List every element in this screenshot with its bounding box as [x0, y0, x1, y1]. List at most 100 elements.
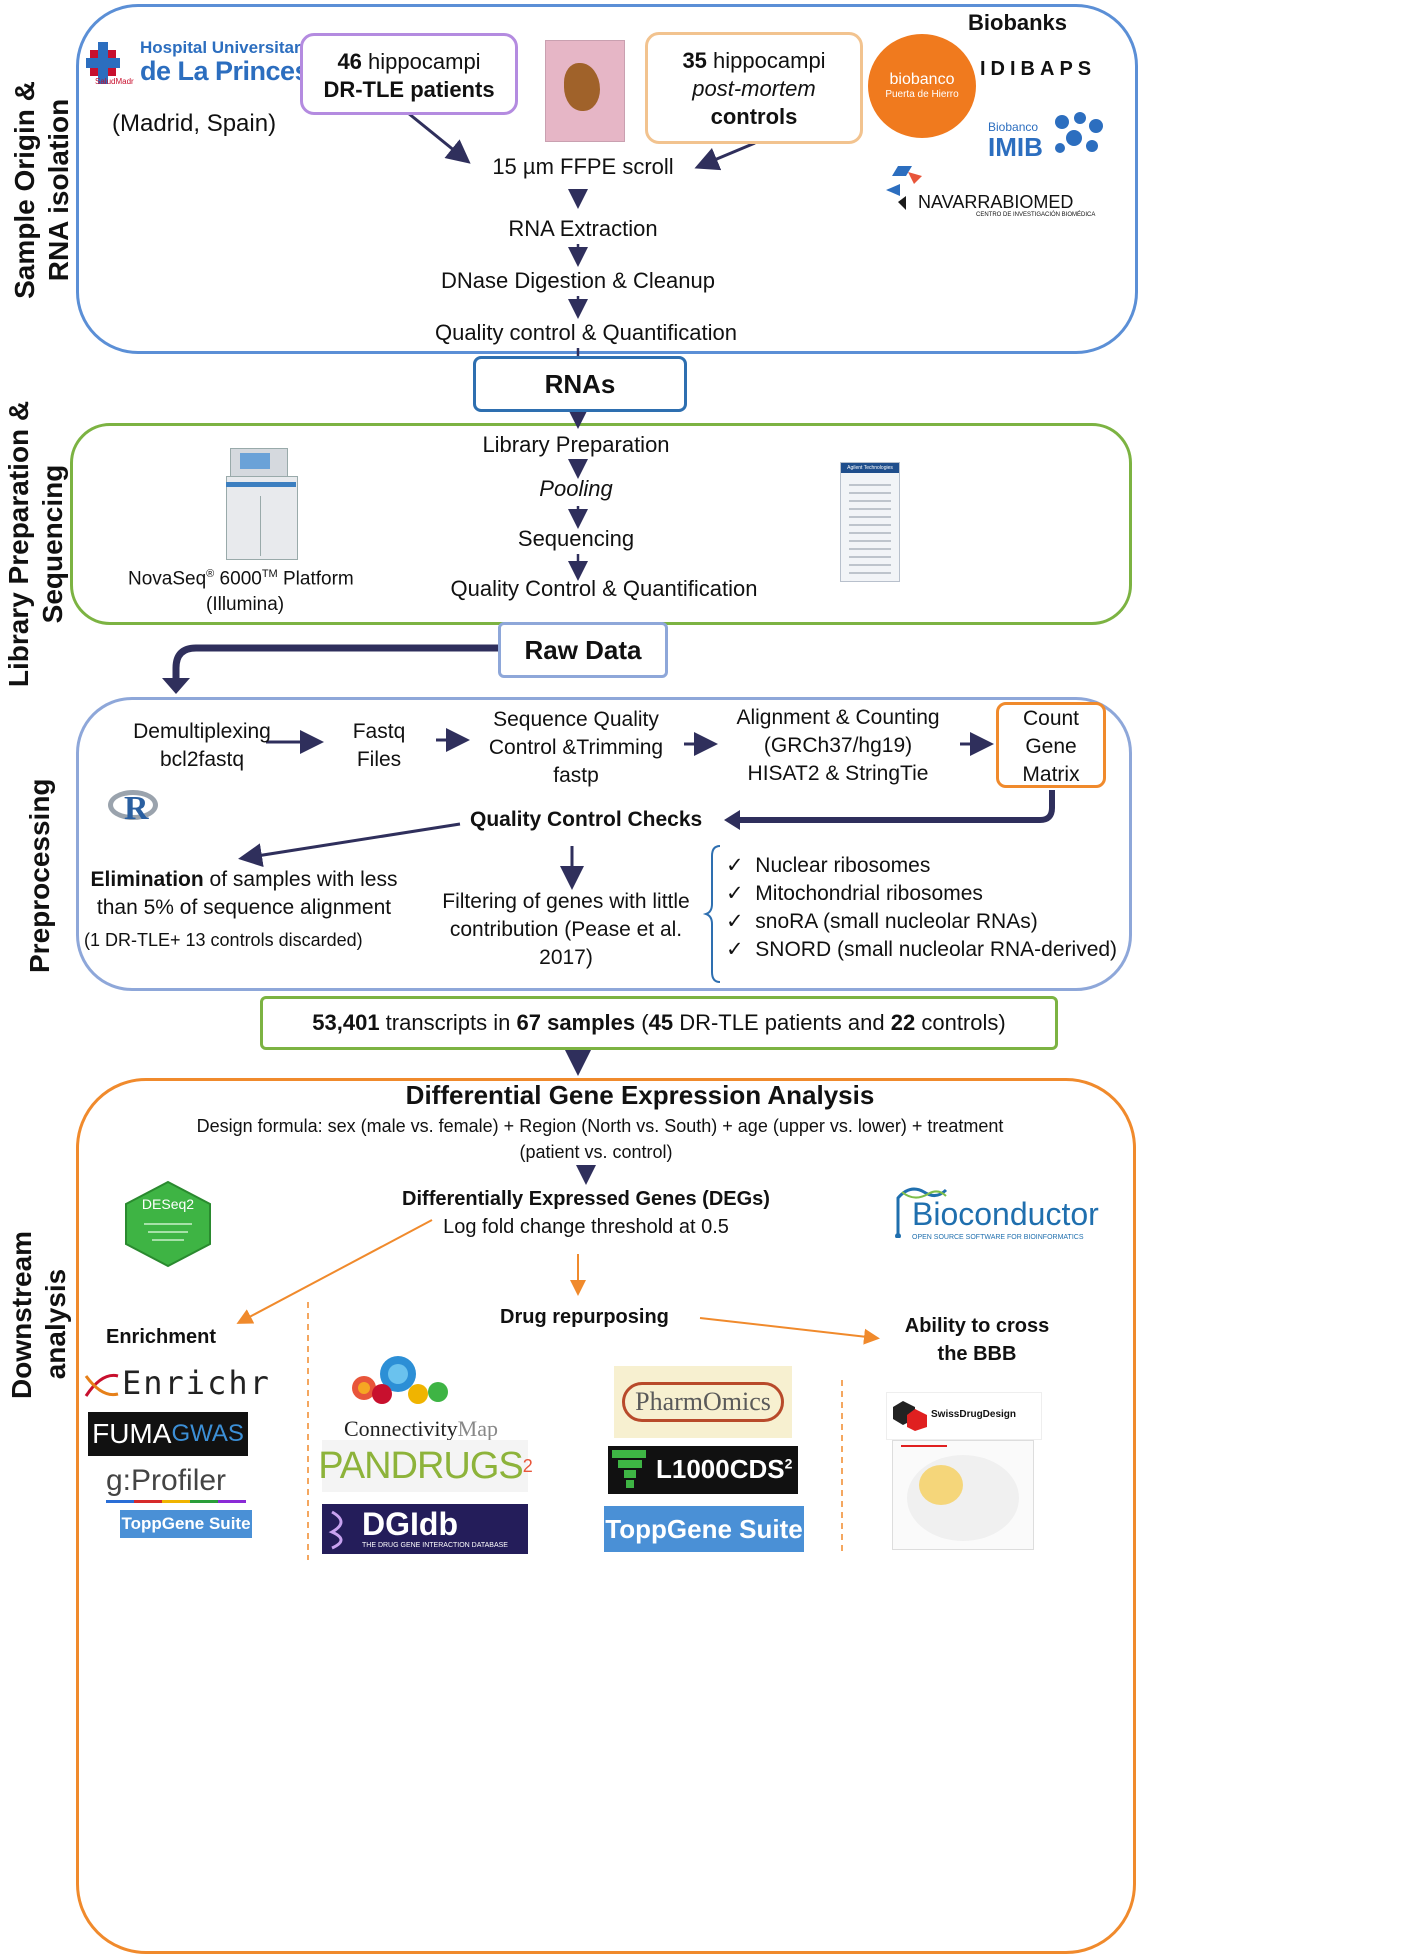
hospital-city: (Madrid, Spain)	[112, 110, 277, 137]
section-sample-origin	[76, 4, 1138, 354]
controls-unit: hippocampi	[713, 48, 826, 73]
filtering-line2: contribution (Pease et al.	[449, 918, 683, 941]
bcl2fastq-label: bcl2fastq	[159, 748, 245, 771]
dgidb-name: DGIdb	[362, 1506, 458, 1542]
trimming-label: Control &Trimming	[488, 736, 664, 759]
controls-final-count: 22	[890, 1010, 916, 1035]
deseq2-logo: DESeq2	[122, 1180, 214, 1268]
bioconductor-logo: Bioconductor OPEN SOURCE SOFTWARE FOR BI…	[890, 1184, 1100, 1244]
matrix-line2: Gene	[1025, 735, 1077, 758]
platform-trademark: TM	[261, 568, 278, 580]
navarrabiomed-shapes-icon	[886, 166, 922, 210]
check-icon: ✓	[726, 854, 744, 877]
enrichr-name: Enrichr	[122, 1364, 271, 1402]
check-label: snoRA (small nucleolar RNAs)	[755, 910, 1038, 933]
degs-title: Differentially Expressed Genes (DEGs)	[402, 1188, 770, 1210]
fuma-text: FUMA	[92, 1418, 172, 1449]
transcripts-text2: (	[635, 1010, 649, 1035]
l1000cds-logo: L1000CDS2	[608, 1446, 798, 1494]
ffpe-tissue-image	[545, 40, 625, 142]
gwas-text: GWAS	[171, 1420, 244, 1447]
biobanks-title: Biobanks	[968, 10, 1068, 35]
dgidb-helix-icon	[328, 1510, 343, 1550]
hospital-name-line2: de La Princesa	[140, 56, 324, 86]
check-label: SNORD (small nucleolar RNA-derived)	[755, 938, 1118, 961]
patients-box: 46 hippocampi DR-TLE patients	[300, 33, 518, 115]
deseq2-label: DESeq2	[141, 1196, 195, 1212]
deseq2-hex-icon	[125, 1180, 211, 1268]
patients-unit: hippocampi	[368, 49, 481, 74]
bioconductor-name: Bioconductor	[912, 1196, 1099, 1232]
toppgene-small-logo: ToppGene Suite	[120, 1510, 252, 1538]
step-pooling: Pooling	[539, 476, 613, 501]
drug-repurposing-title: Drug repurposing	[500, 1306, 669, 1328]
bbb-line2: the BBB	[937, 1343, 1017, 1365]
hospital-tag: SaludMadrid	[95, 77, 134, 86]
elimination-bold: Elimination	[90, 868, 204, 891]
platform-suffix: Platform	[277, 568, 354, 590]
check-label: Mitochondrial ribosomes	[755, 882, 983, 905]
novaseq-instrument-image	[226, 448, 298, 560]
step-dnase: DNase Digestion & Cleanup	[441, 268, 715, 293]
agilent-chip-image: Agilent Technologies	[840, 462, 900, 582]
genome-label: (GRCh37/hg19)	[763, 734, 913, 757]
design-formula-line2: (patient vs. control)	[519, 1142, 673, 1162]
matrix-line3: Matrix	[1022, 763, 1080, 786]
novaseq-vendor: (Illumina)	[206, 594, 285, 615]
gprofiler-name: g:Profiler	[106, 1464, 227, 1497]
bioconductor-subtitle: OPEN SOURCE SOFTWARE FOR BIOINFORMATICS	[912, 1234, 1084, 1241]
connectivitymap-circles-icon	[352, 1356, 448, 1404]
step-rna-extraction: RNA Extraction	[508, 216, 658, 241]
check-item: ✓ snoRA (small nucleolar RNAs)	[726, 908, 1117, 936]
transcripts-box: 53,401 transcripts in 67 samples (45 DR-…	[260, 996, 1058, 1050]
transcripts-text1: transcripts in	[379, 1010, 517, 1035]
agilent-label: Agilent Technologies	[841, 463, 899, 473]
transcripts-text4: controls)	[915, 1010, 1006, 1035]
step-library-preparation: Library Preparation	[482, 432, 670, 457]
seq-quality-label: Sequence Quality	[493, 708, 659, 731]
files-label: Files	[356, 748, 402, 771]
rnas-box: RNAs	[473, 356, 687, 412]
navarrabiomed-logo: NAVARRABIOMED CENTRO DE INVESTIGACIÓN BI…	[884, 162, 1095, 218]
navarrabiomed-name: NAVARRABIOMED	[918, 192, 1074, 212]
elimination-note: (1 DR-TLE+ 13 controls discarded)	[84, 930, 363, 950]
biobanco-pdh-subtitle: Puerta de Hierro	[885, 89, 959, 100]
step-ffpe-scroll: 15 µm FFPE scroll	[492, 154, 674, 179]
imib-small: Biobanco	[988, 120, 1039, 134]
design-formula-line1: Design formula: sex (male vs. female) + …	[196, 1116, 1004, 1136]
check-icon: ✓	[726, 938, 744, 961]
aligner-label: HISAT2 & StringTie	[747, 762, 929, 785]
biobanco-pdh-name: biobanco	[889, 71, 955, 88]
enrichr-logo: Enrichr	[84, 1364, 269, 1404]
controls-box: 35 hippocampi post-mortem controls	[645, 32, 863, 144]
check-item: ✓ SNORD (small nucleolar RNA-derived)	[726, 936, 1117, 964]
check-item: ✓ Nuclear ribosomes	[726, 852, 1117, 880]
pandrugs-name: PANDRUGS	[318, 1444, 524, 1487]
transcripts-count: 53,401	[312, 1010, 380, 1035]
patients-count: 46	[337, 49, 362, 74]
l1000-blocks-icon	[612, 1450, 646, 1488]
hospital-name-line1: Hospital Universitario	[140, 38, 316, 57]
controls-group: controls	[710, 104, 798, 129]
gprofiler-logo: g:Profiler	[106, 1464, 246, 1504]
elimination-rest: of samples with less	[203, 868, 398, 891]
qc-checks-list: ✓ Nuclear ribosomes ✓ Mitochondrial ribo…	[726, 852, 1117, 964]
alignment-label: Alignment & Counting	[736, 706, 940, 729]
transcripts-text3: DR-TLE patients and	[673, 1010, 891, 1035]
dge-title: Differential Gene Expression Analysis	[405, 1080, 875, 1110]
filtering-line1: Filtering of genes with little	[442, 890, 690, 913]
rnas-label: RNAs	[544, 369, 616, 399]
swiss-name: SwissDrugDesign	[931, 1409, 1017, 1420]
pharmomics-name: PharmOmics	[622, 1382, 784, 1422]
elimination-text: Elimination of samples with less than 5%…	[84, 866, 404, 922]
raw-data-box: Raw Data	[498, 622, 668, 678]
novaseq-platform: NovaSeq® 6000TM Platform	[128, 568, 354, 590]
imib-name: IMIB	[988, 132, 1043, 162]
patients-group: DR-TLE patients	[323, 77, 495, 102]
cmap-text-a: Connectivity	[344, 1416, 458, 1441]
agilent-lanes-icon	[849, 484, 891, 574]
step-library-qc: Quality Control & Quantification	[450, 576, 758, 601]
